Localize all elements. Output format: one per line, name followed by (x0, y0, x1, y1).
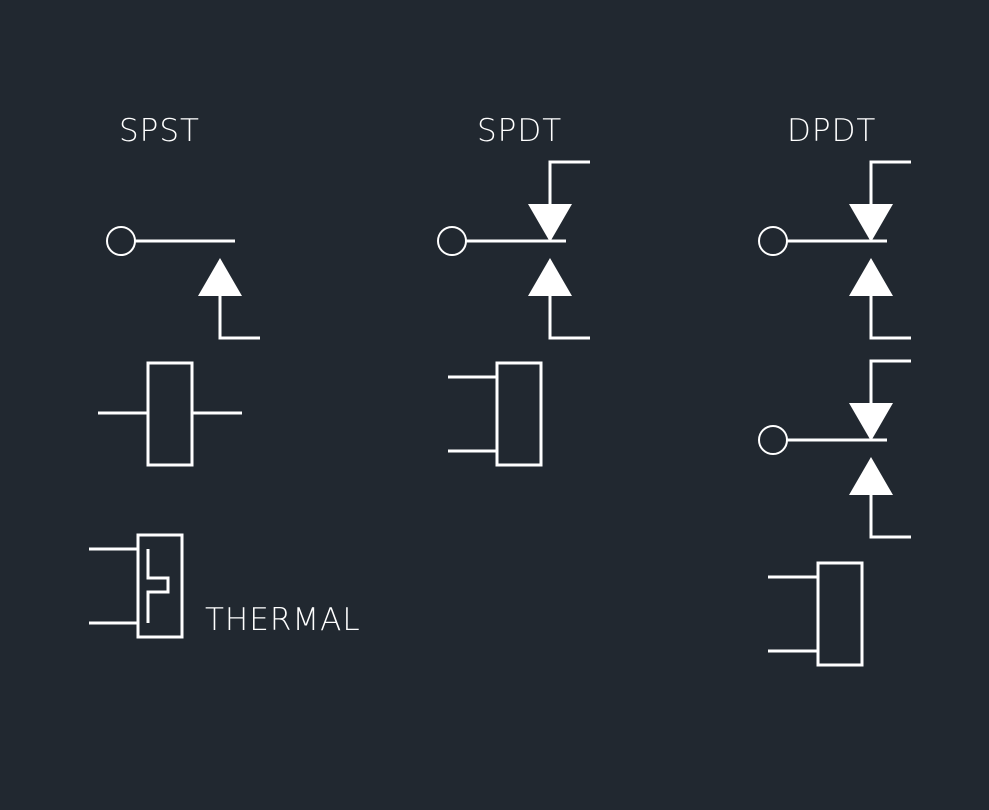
dpdt-pole2-terminal-circle (758, 425, 788, 455)
dpdt-relay-coil (768, 561, 864, 667)
dpdt-pole2-nc-lead (869, 359, 911, 403)
dpdt-switch-pole-1 (758, 160, 911, 340)
spdt-group: SPDT (437, 113, 590, 467)
dpdt-pole2-no-arrow-up (849, 457, 893, 495)
dpdt-pole1-terminal-circle (758, 226, 788, 256)
dpdt-pole1-no-lead (869, 296, 911, 340)
spst-title: SPST (119, 113, 200, 149)
spdt-no-lead (548, 296, 590, 340)
spst-coil-box (146, 361, 194, 467)
spst-switch-symbol (106, 226, 260, 340)
spdt-title: SPDT (477, 113, 562, 149)
thermal-box (136, 533, 184, 639)
dpdt-coil-box (816, 561, 864, 667)
spdt-nc-lead (548, 160, 590, 204)
spst-relay-coil (98, 361, 242, 467)
dpdt-pole1-no-arrow-up (849, 258, 893, 296)
spdt-no-arrow-up (528, 258, 572, 296)
thermal-element-symbol (89, 533, 184, 639)
dpdt-pole1-nc-arrow-down (849, 204, 893, 242)
dpdt-pole2-no-lead (869, 495, 911, 539)
spst-terminal-circle (106, 226, 136, 256)
dpdt-group: DPDT (758, 113, 911, 667)
thermal-label: THERMAL (205, 602, 361, 638)
thermal-bimetal-line (146, 549, 170, 623)
spst-contact-arrow-up (198, 258, 242, 296)
spst-contact-lead (218, 296, 260, 340)
dpdt-switch-pole-2 (758, 359, 911, 539)
spdt-terminal-circle (437, 226, 467, 256)
spdt-switch-symbol (437, 160, 590, 340)
spdt-coil-box (495, 361, 543, 467)
dpdt-pole1-nc-lead (869, 160, 911, 204)
dpdt-title: DPDT (787, 113, 876, 149)
dpdt-pole2-nc-arrow-down (849, 403, 893, 441)
spdt-nc-arrow-down (528, 204, 572, 242)
spdt-relay-coil (448, 361, 543, 467)
spst-group: SPST THERMAL (89, 113, 361, 639)
